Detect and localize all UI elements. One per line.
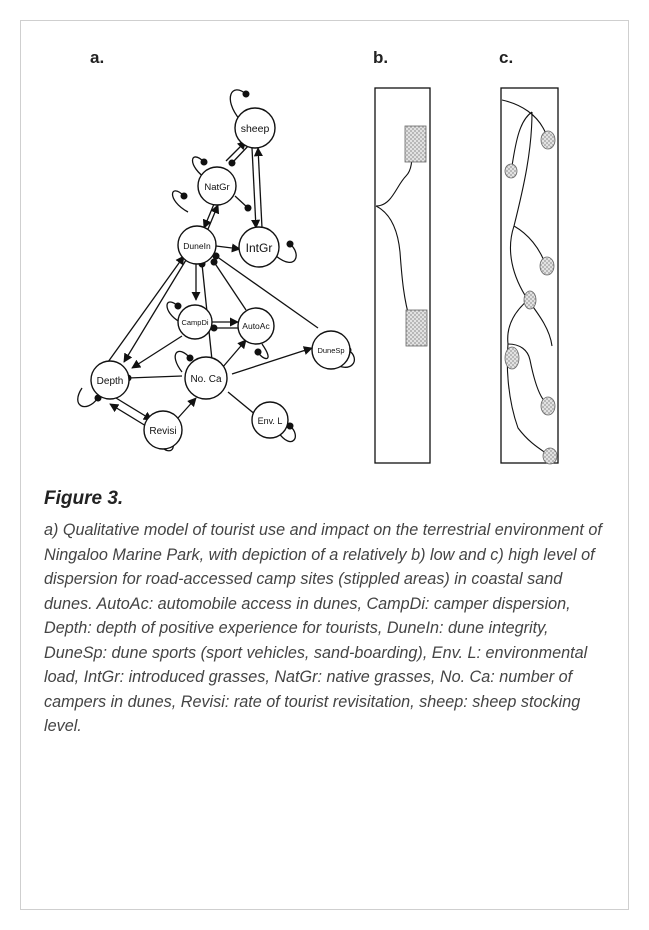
edge-dunesp-dunein <box>212 252 319 329</box>
edge-campdi-depth <box>131 335 183 369</box>
edge-natgr-intgr <box>234 195 252 212</box>
edge-depth-revisi <box>115 397 153 421</box>
node-envl: Env. L <box>251 401 289 439</box>
node-label-sheep: sheep <box>241 123 270 135</box>
node-depth: Depth <box>90 360 130 400</box>
panel-c-campsite <box>540 130 556 150</box>
node-autoac: AutoAc <box>237 307 275 345</box>
node-label-envl: Env. L <box>258 416 283 426</box>
edge-autoac-dunein <box>210 258 247 311</box>
node-label-natgr: NatGr <box>204 182 229 193</box>
self-loop-autoac <box>254 343 269 360</box>
model-nodes: sheep NatGr DuneIn IntGr CampDi AutoAc D… <box>90 107 351 450</box>
self-loop-noca <box>174 350 194 373</box>
model-diagram <box>77 89 356 452</box>
self-loop-intgr <box>275 240 297 263</box>
node-label-revisi: Revisi <box>149 426 176 437</box>
panel-c-campsite <box>542 447 558 465</box>
node-revisi: Revisi <box>143 410 183 450</box>
panel-b-road-lower <box>375 205 411 321</box>
node-dunesp: DuneSp <box>311 330 351 370</box>
edge-noca-depth <box>124 374 183 382</box>
self-loop-sheep <box>229 89 250 121</box>
figure-graphics: sheep NatGr DuneIn IntGr CampDi AutoAc D… <box>77 87 559 465</box>
self-loop-envl <box>277 422 296 443</box>
panel-label-b: b. <box>373 48 389 67</box>
node-natgr: NatGr <box>197 166 237 206</box>
node-dunein: DuneIn <box>177 225 217 265</box>
node-label-depth: Depth <box>97 376 124 387</box>
self-loop-dunein <box>171 190 189 213</box>
node-label-intgr: IntGr <box>246 241 273 255</box>
panel-b-campsite <box>405 309 428 347</box>
panel-c-campsite <box>504 163 518 179</box>
self-loop-campdi <box>166 301 182 323</box>
node-intgr: IntGr <box>238 226 280 268</box>
node-campdi: CampDi <box>177 304 213 340</box>
node-sheep: sheep <box>234 107 276 149</box>
edge-sheep-intgr <box>251 147 261 229</box>
panel-c-diagram <box>500 87 559 465</box>
panel-b-diagram <box>374 87 431 464</box>
edge-sheep-natgr <box>228 143 251 167</box>
figure-caption-text: a) Qualitative model of tourist use and … <box>44 521 602 735</box>
node-label-dunesp: DuneSp <box>317 346 344 355</box>
edge-noca-dunesp <box>231 346 313 375</box>
node-label-noca: No. Ca <box>190 374 222 385</box>
figure-caption-title: Figure 3. <box>44 488 124 509</box>
edge-dunein-natgr <box>207 204 220 230</box>
edge-revisi-noca <box>177 397 197 419</box>
panel-c-campsite <box>540 396 556 416</box>
node-label-dunein: DuneIn <box>183 241 211 251</box>
edge-intgr-sheep <box>253 147 263 229</box>
node-label-autoac: AutoAc <box>242 321 270 331</box>
node-label-campdi: CampDi <box>181 318 208 327</box>
edge-depth-dunein <box>107 255 185 363</box>
panel-c-campsite <box>539 256 555 276</box>
edge-noca-autoac <box>221 339 247 369</box>
edge-revisi-depth <box>109 403 147 427</box>
edge-dunein-intgr <box>215 243 241 253</box>
edge-dunein-depth <box>123 259 187 363</box>
panel-b-campsite <box>404 125 427 163</box>
panel-label-c: c. <box>499 48 514 67</box>
edge-natgr-dunein <box>202 203 215 229</box>
self-loop-depth <box>77 387 102 408</box>
node-noca: No. Ca <box>184 356 228 400</box>
panel-c-campsite <box>504 346 520 370</box>
panel-label-a: a. <box>90 48 105 67</box>
panel-c-campsite <box>523 290 537 310</box>
